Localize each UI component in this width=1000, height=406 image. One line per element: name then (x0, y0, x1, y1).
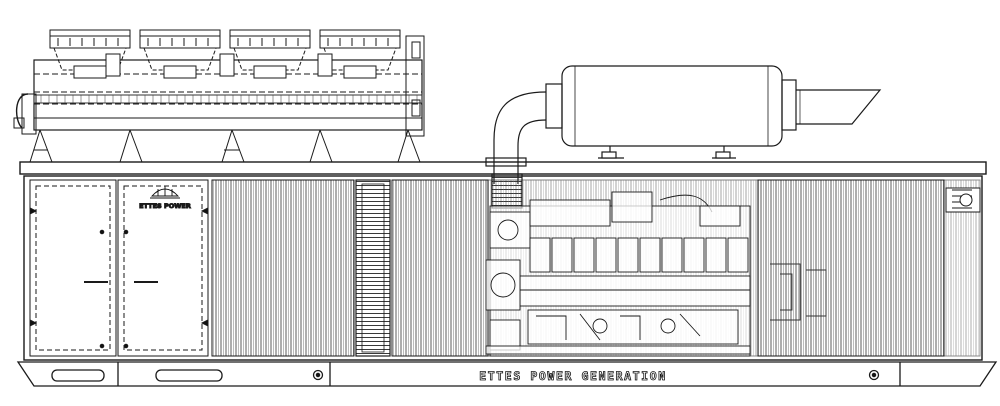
cooler-support-legs (29, 129, 421, 163)
skid-base-frame (16, 361, 998, 387)
cooling-fan-shroud-2 (139, 29, 221, 79)
cooling-fan-shroud-4 (317, 29, 401, 79)
access-door-left (29, 179, 117, 357)
radiator-cooler-unit (13, 29, 425, 163)
brand-logo (150, 186, 180, 199)
louver-panel-2 (391, 179, 489, 357)
logo-text: ETTES POWER (139, 202, 191, 210)
louver-panel-4 (757, 179, 945, 357)
intake-grille (355, 179, 391, 357)
cooling-fan-shroud-3 (219, 29, 311, 79)
base-caption: ETTES POWER GENERATION (479, 369, 667, 383)
forklift-pocket-left (51, 369, 105, 382)
louver-panel-1 (211, 179, 355, 357)
cooling-fan-shroud-1 (49, 29, 131, 79)
alternator-outline (770, 263, 827, 321)
access-door-right (117, 179, 209, 357)
forklift-pocket-right (155, 369, 223, 382)
engine-assembly (485, 191, 751, 357)
cylinder-bank (529, 237, 749, 273)
